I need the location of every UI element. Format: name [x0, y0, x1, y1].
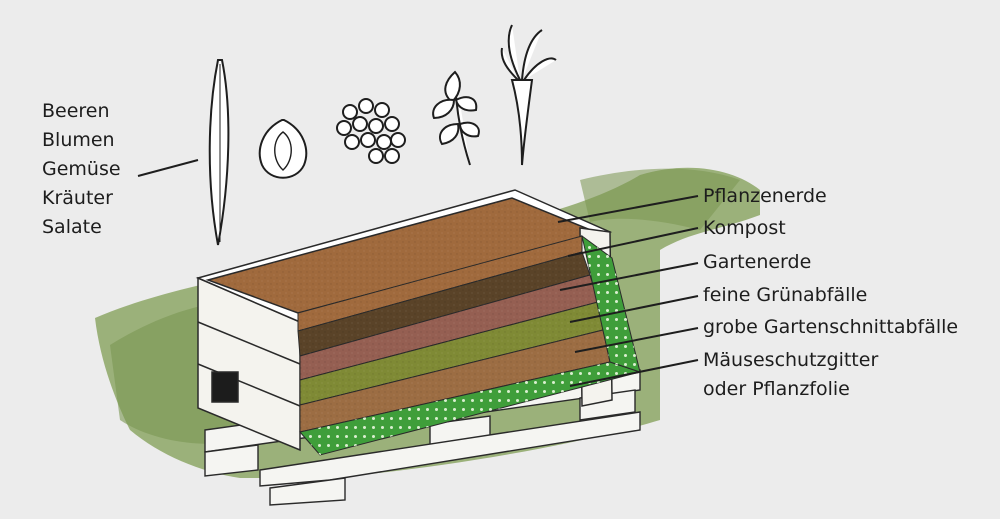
leek-icon	[208, 59, 230, 246]
layer-label-gartenerde: Gartenerde	[703, 251, 812, 273]
layer-label-pflanzenerde: Pflanzenerde	[703, 185, 827, 207]
layer-label-pflanzfolie: oder Pflanzfolie	[703, 378, 850, 400]
layer-label-grobe-gartenschnittabfaelle: grobe Gartenschnittabfälle	[703, 316, 959, 338]
plant-label-gemuese: Gemüse	[42, 158, 121, 180]
grapes-icon	[336, 98, 406, 164]
leader-lines	[137, 159, 699, 387]
layer-label-kompost: Kompost	[703, 217, 786, 239]
box-side-panel	[197, 276, 301, 452]
layer-label-maeuseschutzgitter: Mäuseschutzgitter	[703, 349, 879, 371]
soil-layers	[297, 234, 642, 456]
plant-label-beeren: Beeren	[42, 100, 110, 122]
box-top-frame	[195, 189, 613, 407]
plant-label-kraeuter: Kräuter	[42, 187, 113, 209]
layer-label-feine-gruenabfaelle: feine Grünabfälle	[703, 284, 868, 306]
herb-icon	[432, 70, 480, 166]
onion-icon	[258, 119, 308, 179]
plant-list: Beeren Blumen Gemüse Kräuter Salate	[42, 97, 121, 242]
plant-label-blumen: Blumen	[42, 129, 115, 151]
carrot-icon	[500, 24, 557, 166]
plant-label-salate: Salate	[42, 216, 102, 238]
